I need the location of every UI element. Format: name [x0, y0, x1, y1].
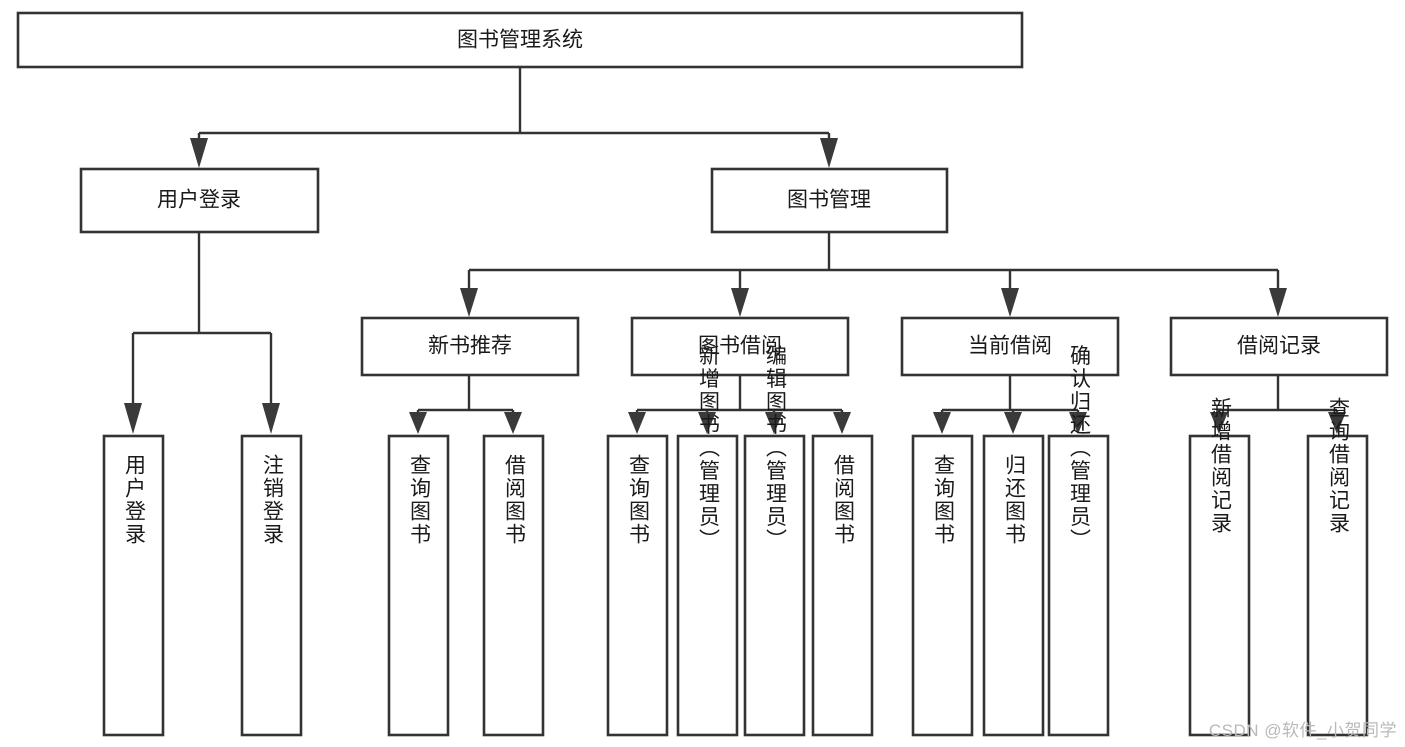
node-query-book-1-label: 查询图书: [408, 454, 432, 546]
arrow-head-edit-book-admin: [765, 412, 783, 434]
node-query-book-3[interactable]: 查询图书: [911, 434, 974, 737]
arrow-head-current-borrow: [1001, 288, 1019, 317]
node-book-borrow[interactable]: 图书借阅: [630, 316, 850, 377]
connector-layer: [124, 67, 1346, 434]
arrow-head-user-login-do: [124, 403, 142, 434]
arrow-head-user-logout: [262, 403, 280, 434]
node-borrow-book-2-label: 借阅图书: [832, 454, 856, 546]
node-query-book-2[interactable]: 查询图书: [606, 434, 669, 737]
node-confirm-return-admin-label: 确认归还（管理员）: [1068, 345, 1092, 552]
node-confirm-return-admin[interactable]: 确认归还（管理员）: [1047, 345, 1110, 737]
arrow-head-add-book-admin: [698, 412, 716, 434]
node-query-borrow-record[interactable]: 查询借阅记录: [1306, 397, 1369, 737]
node-query-book-1[interactable]: 查询图书: [387, 434, 450, 737]
node-add-book-admin-label: 新增图书（管理员）: [697, 345, 721, 552]
node-borrow-record-label: 借阅记录: [1237, 335, 1321, 358]
node-return-book-label: 归还图书: [1003, 454, 1027, 546]
node-book-manage-label: 图书管理: [787, 189, 871, 212]
node-new-book-recommend[interactable]: 新书推荐: [360, 316, 580, 377]
node-add-borrow-record-label: 新增借阅记录: [1209, 397, 1233, 535]
node-root[interactable]: 图书管理系统: [16, 11, 1024, 69]
node-edit-book-admin[interactable]: 编辑图书（管理员）: [743, 345, 806, 737]
node-current-borrow-label: 当前借阅: [968, 335, 1052, 358]
node-layer: 图书管理系统 用户登录 图书管理 新书推荐 图书借阅: [16, 11, 1389, 737]
node-user-login[interactable]: 用户登录: [79, 167, 320, 234]
node-user-logout[interactable]: 注销登录: [240, 434, 303, 737]
arrow-head-borrow-book-1: [504, 412, 522, 434]
arrow-head-query-book-2: [628, 412, 646, 434]
node-user-login-label: 用户登录: [157, 189, 241, 212]
node-user-logout-label: 注销登录: [261, 454, 285, 546]
node-edit-book-admin-label: 编辑图书（管理员）: [764, 345, 788, 552]
node-borrow-book-1[interactable]: 借阅图书: [482, 434, 545, 737]
arrow-head-query-book-1: [409, 412, 427, 434]
arrow-head-book-borrow: [731, 288, 749, 317]
arrow-head-borrow-record: [1269, 288, 1287, 317]
arrow-head-return-book: [1004, 412, 1022, 434]
node-user-login-do-label: 用户登录: [123, 454, 147, 546]
arrow-head-borrow-book-2: [833, 412, 851, 434]
arrow-head-query-borrow-record: [1328, 412, 1346, 434]
node-add-borrow-record[interactable]: 新增借阅记录: [1188, 397, 1251, 737]
node-root-label: 图书管理系统: [457, 29, 583, 52]
node-new-book-recommend-label: 新书推荐: [428, 335, 512, 358]
node-borrow-book-2[interactable]: 借阅图书: [811, 434, 874, 737]
arrow-head-user-login: [190, 138, 208, 168]
node-borrow-book-1-label: 借阅图书: [503, 454, 527, 546]
node-query-book-3-label: 查询图书: [932, 454, 956, 546]
node-book-manage[interactable]: 图书管理: [710, 167, 949, 234]
node-book-borrow-label: 图书借阅: [698, 335, 782, 358]
arrow-head-new-book-recommend: [460, 288, 478, 317]
node-query-borrow-record-label: 查询借阅记录: [1327, 397, 1351, 535]
node-return-book[interactable]: 归还图书: [982, 434, 1045, 737]
node-add-book-admin[interactable]: 新增图书（管理员）: [676, 345, 739, 737]
arrow-head-query-book-3: [933, 412, 951, 434]
node-borrow-record[interactable]: 借阅记录: [1169, 316, 1389, 377]
arrow-head-add-borrow-record: [1210, 412, 1228, 434]
node-query-book-2-label: 查询图书: [627, 454, 651, 546]
watermark: CSDN @软件_小贺同学: [1208, 721, 1397, 740]
arrow-head-confirm-return-admin: [1069, 412, 1087, 434]
node-user-login-do[interactable]: 用户登录: [102, 434, 165, 737]
node-current-borrow[interactable]: 当前借阅: [900, 316, 1120, 377]
arrow-head-book-manage: [820, 138, 838, 168]
